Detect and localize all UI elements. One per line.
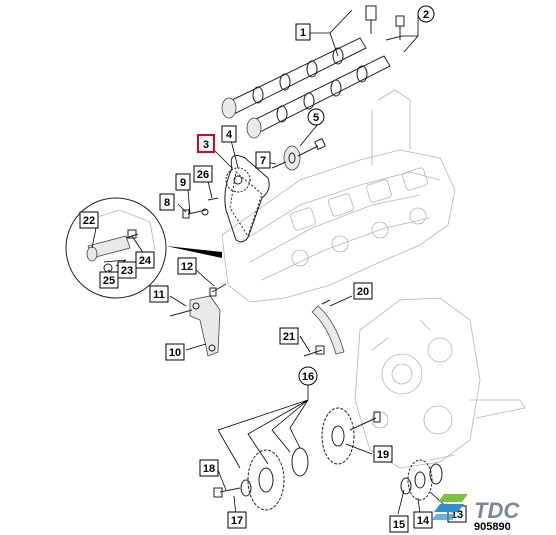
idler-gear <box>240 447 309 511</box>
callout-26: 26 <box>193 165 213 183</box>
callout-2: 2 <box>417 5 435 23</box>
tensioner-plunger <box>209 283 227 297</box>
svg-text:26: 26 <box>197 169 209 181</box>
callout-10: 10 <box>165 343 185 361</box>
callout-16: 16 <box>298 366 318 386</box>
callout-18: 18 <box>199 459 219 477</box>
svg-text:2: 2 <box>423 9 429 21</box>
callout-5: 5 <box>307 108 325 126</box>
callout-21: 21 <box>279 327 299 345</box>
callout-22: 22 <box>79 211 99 229</box>
callout-12: 12 <box>177 257 197 275</box>
intake-camshaft <box>221 37 367 119</box>
svg-text:14: 14 <box>417 515 430 527</box>
callout-25: 25 <box>99 271 119 289</box>
callout-1: 1 <box>295 23 311 41</box>
svg-text:22: 22 <box>83 215 95 227</box>
chain-guide-bracket <box>169 295 221 357</box>
svg-text:24: 24 <box>139 255 152 267</box>
camshaft-cap-bolts <box>365 5 405 41</box>
callout-19: 19 <box>373 445 393 463</box>
callout-9: 9 <box>175 173 191 191</box>
svg-text:3: 3 <box>203 139 209 151</box>
callout-23: 23 <box>117 261 137 279</box>
tdc-logo-text: TDC <box>474 498 520 523</box>
chain-guide-rail <box>311 299 345 355</box>
callout-15: 15 <box>389 515 409 533</box>
svg-text:19: 19 <box>377 449 389 461</box>
detail-pointer <box>166 246 222 258</box>
callout-3: 3 <box>197 134 215 153</box>
svg-text:1: 1 <box>300 27 306 39</box>
callout-11: 11 <box>149 285 169 303</box>
callout-24: 24 <box>135 251 155 269</box>
tensioner-bolt <box>182 208 209 219</box>
svg-text:25: 25 <box>103 275 115 287</box>
figure-number: 905890 <box>474 521 511 533</box>
cylinder-head <box>221 89 456 303</box>
callout-7: 7 <box>255 151 271 169</box>
svg-text:23: 23 <box>121 265 133 277</box>
svg-text:18: 18 <box>203 463 215 475</box>
tdc-logo-mark <box>432 494 468 520</box>
callout-14: 14 <box>413 511 433 529</box>
camshaft-sprocket <box>225 167 251 193</box>
tdc-logo: TDC <box>432 494 520 523</box>
timing-chain <box>224 155 270 243</box>
svg-text:21: 21 <box>283 331 295 343</box>
guide-bolt <box>303 345 325 357</box>
callout-4: 4 <box>221 125 237 143</box>
timing-case <box>354 297 526 469</box>
callout-20: 20 <box>353 282 373 300</box>
svg-text:9: 9 <box>180 177 186 189</box>
svg-text:16: 16 <box>302 371 314 383</box>
vvt-gear <box>271 138 326 171</box>
crankshaft-gear <box>400 459 443 501</box>
idler-gear-bolt <box>213 487 241 498</box>
svg-text:10: 10 <box>169 347 181 359</box>
callout-17: 17 <box>227 511 247 529</box>
svg-text:8: 8 <box>164 197 170 209</box>
svg-text:17: 17 <box>231 515 243 527</box>
svg-text:12: 12 <box>181 261 193 273</box>
svg-text:7: 7 <box>260 155 266 167</box>
svg-text:5: 5 <box>313 112 319 124</box>
svg-text:4: 4 <box>226 129 233 141</box>
svg-text:20: 20 <box>357 286 369 298</box>
callout-8: 8 <box>159 193 175 211</box>
svg-text:15: 15 <box>393 519 405 531</box>
exhaust-camshaft <box>246 55 391 139</box>
detail-inset <box>65 197 167 299</box>
intermediate-gear <box>321 407 381 465</box>
guide-pin <box>207 197 219 201</box>
svg-text:11: 11 <box>153 289 165 301</box>
